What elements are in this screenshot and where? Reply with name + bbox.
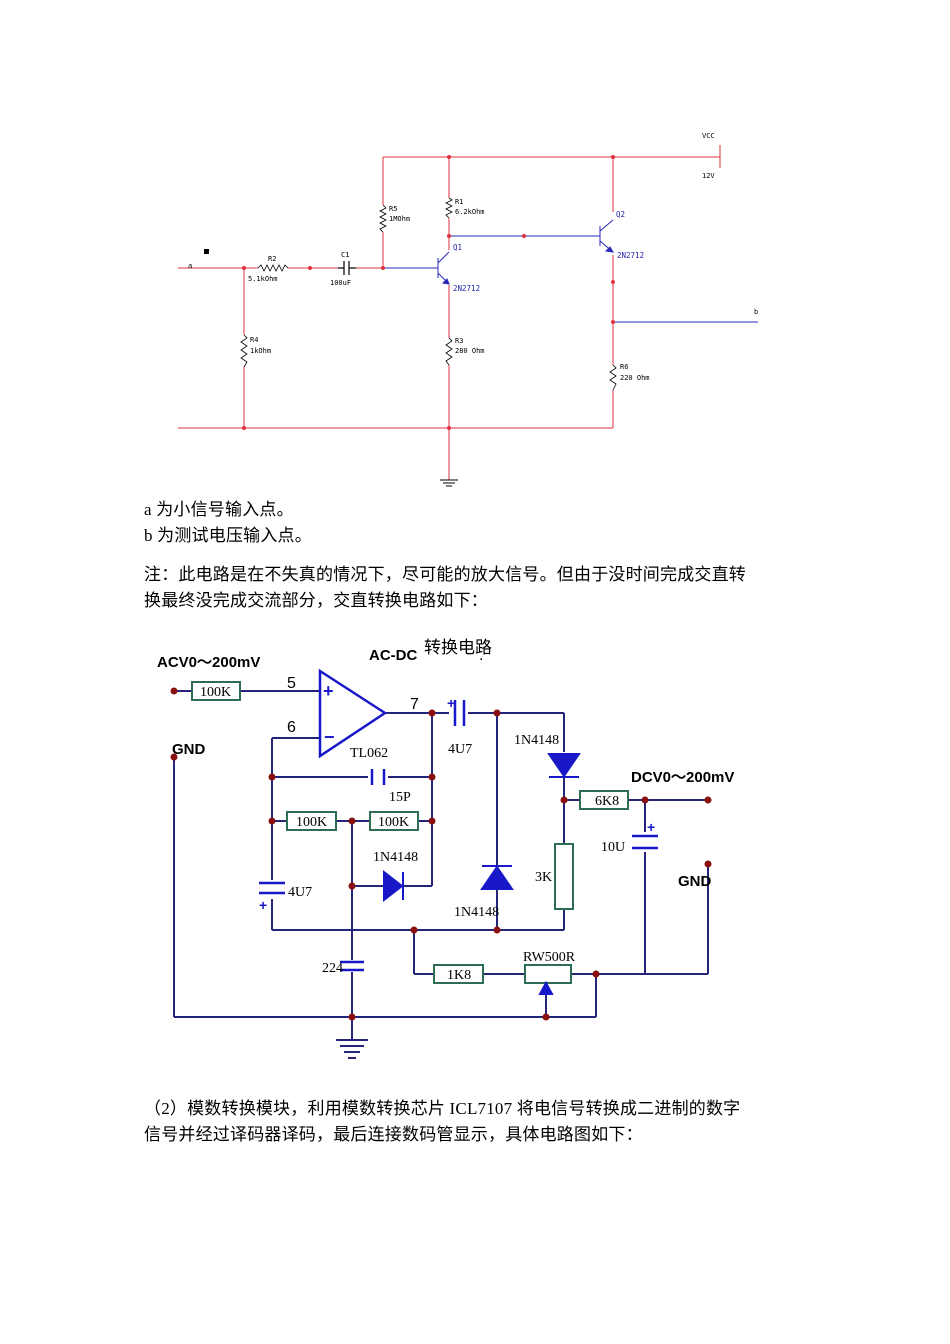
diode-mid — [383, 869, 404, 903]
r-in-box — [191, 681, 241, 701]
c15p-label: 15P — [389, 790, 411, 805]
acdc-title-dot: . — [479, 647, 483, 664]
resistor-symbols — [240, 197, 617, 391]
pot-label: RW500R — [523, 950, 576, 965]
acdc-junctions — [170, 687, 712, 1021]
d-shunt-label: 1N4148 — [454, 905, 499, 920]
acdc-resistor-boxes — [191, 681, 629, 984]
opamp-label: TL062 — [350, 746, 388, 761]
line-b: b 为测试电压输入点。 — [144, 526, 312, 545]
r1-value: 6.2kOhm — [455, 208, 485, 216]
q1-value: 2N2712 — [453, 284, 480, 293]
node-a-label: a — [188, 262, 192, 270]
c4u7-out-plus: + — [447, 695, 455, 711]
c10u-label: 10U — [601, 840, 625, 855]
vcc-value: 12V — [702, 172, 715, 180]
acdc-input-label: ACV0～200mV — [157, 654, 260, 671]
r2-ref: R2 — [268, 255, 276, 263]
node-b-label: b — [754, 308, 758, 316]
opamp-plus: + — [323, 681, 334, 701]
c4u7-left-plus: + — [259, 897, 267, 913]
section-line-2: 信号并经过译码器译码，最后连接数码管显示，具体电路图如下： — [144, 1125, 643, 1144]
acdc-ground-symbol — [336, 1039, 368, 1059]
r1-symbol — [445, 197, 453, 219]
r3-value: 280 Ohm — [455, 347, 485, 355]
r-fb1-box — [286, 811, 337, 831]
acdc-title-cn: 转换电路 — [424, 638, 492, 657]
amplifier-schematic: VCC 12V R5 1MOhm R1 6.2kOhm R2 5.1kOhm C… — [178, 132, 758, 487]
r1-ref: R1 — [455, 198, 463, 206]
r-3k-box — [554, 843, 574, 910]
ground-symbol — [440, 479, 458, 487]
r3-ref: R3 — [455, 337, 463, 345]
q2-ref: Q2 — [616, 210, 625, 219]
r-fb2-label: 100K — [378, 815, 409, 830]
amplifier-parts — [383, 219, 758, 323]
c224-label: 224 — [322, 961, 343, 976]
acdc-wires — [173, 690, 709, 1040]
acdc-output-label: DCV0～200mV — [631, 769, 734, 786]
r5-symbol — [379, 204, 387, 233]
gnd-right-label: GND — [678, 873, 712, 890]
r-6k8-label: 6K8 — [595, 794, 619, 809]
r-6k8-box — [579, 790, 629, 810]
gnd-left-label: GND — [172, 741, 206, 758]
r6-value: 220 Ohm — [620, 374, 650, 382]
r-fb1-label: 100K — [296, 815, 327, 830]
c4u7-out-label: 4U7 — [448, 742, 472, 757]
opamp-minus: − — [324, 727, 335, 747]
pin7-label: 7 — [410, 696, 419, 713]
acdc-capacitors — [259, 700, 658, 972]
marker-square — [204, 249, 209, 254]
r5-value: 1MOhm — [389, 215, 410, 223]
pot-box — [524, 964, 572, 984]
r-fb2-box — [369, 811, 419, 831]
vcc-label: VCC — [702, 132, 715, 140]
acdc-title: AC-DC — [369, 647, 417, 664]
note-line-2: 换最终没完成交流部分，交直转换电路如下： — [144, 591, 488, 610]
r5-ref: R5 — [389, 205, 397, 213]
q2-value: 2N2712 — [617, 251, 644, 260]
acdc-schematic: ACV0～200mV AC-DC 转换电路 . GND DCV0～200mV G… — [157, 638, 734, 1059]
r4-ref: R4 — [250, 336, 258, 344]
c4u7-left-label: 4U7 — [288, 885, 312, 900]
r-3k-label: 3K — [535, 870, 552, 885]
opamp-symbol — [318, 668, 388, 759]
amplifier-wires — [178, 145, 721, 480]
line-a: a 为小信号输入点。 — [144, 500, 294, 519]
acdc-diodes — [383, 753, 581, 995]
amplifier-junctions — [242, 155, 615, 430]
pin5-label: 5 — [287, 675, 296, 692]
pin6-label: 6 — [287, 719, 296, 736]
r6-ref: R6 — [620, 363, 628, 371]
r4-value: 1kOhm — [250, 347, 271, 355]
c1-ref: C1 — [341, 251, 349, 259]
c1-symbol — [338, 261, 356, 275]
diode-shunt — [480, 865, 514, 890]
note-line-1: 注：此电路是在不失真的情况下，尽可能的放大信号。但由于没时间完成交直转 — [144, 565, 746, 584]
r-1k8-label: 1K8 — [447, 968, 471, 983]
r4-symbol — [240, 334, 248, 368]
section-line-1: （2）模数转换模块，利用模数转换芯片 ICL7107 将电信号转换成二进制的数字 — [144, 1099, 741, 1118]
r2-value: 5.1kOhm — [248, 275, 278, 283]
c1-value: 100uF — [330, 279, 351, 287]
r6-symbol — [609, 364, 617, 391]
c10u-plus: + — [647, 819, 655, 835]
r-1k8-box — [433, 964, 484, 984]
d-mid-label: 1N4148 — [373, 850, 418, 865]
pot-wiper-arrow — [538, 980, 554, 995]
diode-top — [547, 753, 581, 778]
r2-symbol — [257, 264, 289, 272]
q1-ref: Q1 — [453, 243, 462, 252]
r-in-label: 100K — [200, 685, 231, 700]
d-top-label: 1N4148 — [514, 733, 559, 748]
r3-symbol — [445, 337, 453, 366]
